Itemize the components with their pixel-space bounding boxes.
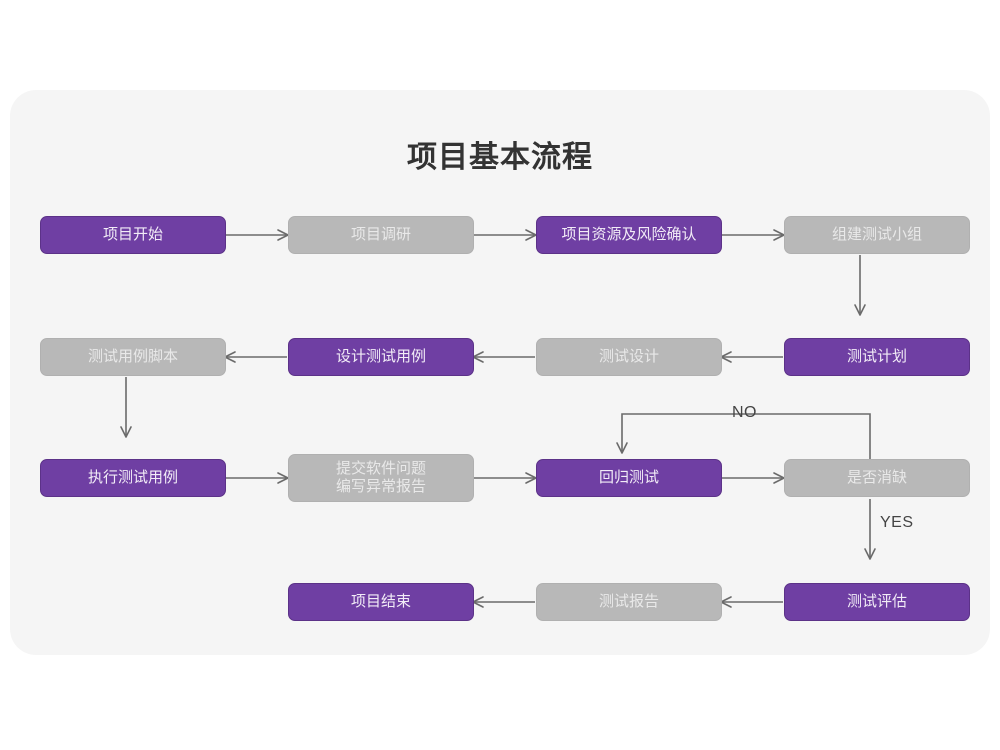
edge-n12-n15-yes (864, 499, 876, 560)
edge-n3-n4 (722, 229, 785, 241)
node-defect-cleared-decision[interactable]: 是否消缺 (784, 459, 970, 497)
edge-n5-n9 (120, 377, 132, 438)
edge-n11-n12 (722, 472, 785, 484)
edge-label-yes: YES (880, 514, 914, 531)
node-project-start[interactable]: 项目开始 (40, 216, 226, 254)
node-resource-risk-confirm[interactable]: 项目资源及风险确认 (536, 216, 722, 254)
edge-n8-n7 (720, 351, 783, 363)
page-title: 项目基本流程 (407, 141, 593, 174)
edge-n10-n11 (474, 472, 537, 484)
node-project-research[interactable]: 项目调研 (288, 216, 474, 254)
edge-n2-n3 (474, 229, 537, 241)
edge-n4-n8 (854, 255, 866, 316)
edge-n7-n6 (472, 351, 535, 363)
edge-n9-n10 (226, 472, 289, 484)
node-execute-test-case[interactable]: 执行测试用例 (40, 459, 226, 497)
node-project-end[interactable]: 项目结束 (288, 583, 474, 621)
edge-n1-n2 (226, 229, 289, 241)
node-test-design[interactable]: 测试设计 (536, 338, 722, 376)
edge-n14-n13 (472, 596, 535, 608)
node-test-report[interactable]: 测试报告 (536, 583, 722, 621)
node-regression-test[interactable]: 回归测试 (536, 459, 722, 497)
edge-n15-n14 (720, 596, 783, 608)
node-test-evaluation[interactable]: 测试评估 (784, 583, 970, 621)
edge-n6-n5 (224, 351, 287, 363)
node-build-test-team[interactable]: 组建测试小组 (784, 216, 970, 254)
node-submit-issue-report[interactable]: 提交软件问题 编写异常报告 (288, 454, 474, 502)
diagram-card: 项目基本流程 (10, 90, 990, 655)
node-design-test-case[interactable]: 设计测试用例 (288, 338, 474, 376)
node-test-case-script[interactable]: 测试用例脚本 (40, 338, 226, 376)
node-test-plan[interactable]: 测试计划 (784, 338, 970, 376)
edge-label-no: NO (732, 404, 757, 421)
